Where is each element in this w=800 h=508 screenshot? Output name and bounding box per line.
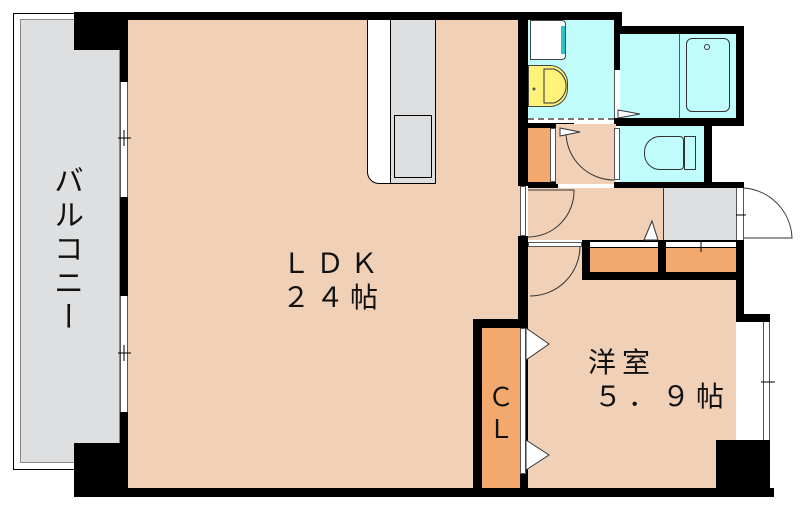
ldk-door-upper[interactable] — [520, 186, 526, 236]
ldk-floor — [128, 20, 520, 488]
wall-bath-bottom — [614, 118, 744, 126]
western-room-name: 洋室 — [588, 346, 657, 379]
ldk-label: ＬＤＫ ２４帖 — [282, 250, 384, 312]
wall-bath-top — [614, 26, 744, 34]
wall-left-mid — [120, 197, 128, 296]
faucet-icon — [532, 87, 536, 91]
balcony-lower — [20, 160, 120, 463]
balcony-label-text: バルコニー — [48, 165, 83, 335]
western-room-size: ５．９帖 — [594, 380, 731, 413]
hall-door-strip[interactable] — [528, 242, 582, 247]
shoe-storage-left — [590, 248, 658, 272]
shelf-top-line-left — [590, 242, 658, 247]
western-room-label: 洋室 ５．９帖 — [588, 349, 730, 411]
western-window[interactable] — [736, 322, 770, 440]
closet-door[interactable] — [520, 328, 526, 474]
wall-top — [74, 12, 620, 20]
wall-western-right-ledge — [736, 314, 770, 322]
kitchen-sink[interactable] — [394, 115, 432, 178]
bathtub-drain — [704, 44, 710, 50]
closet-label: Ｃ Ｌ — [488, 385, 514, 443]
wall-bottom — [74, 488, 774, 497]
wall-ldk-right-mid — [518, 236, 528, 321]
wall-ldk-right — [518, 12, 528, 186]
wall-toilet-bottom — [614, 182, 744, 188]
western-window-inner — [763, 322, 764, 440]
closet-label-l: Ｌ — [488, 415, 515, 445]
toilet-room — [620, 126, 704, 182]
closet-label-c: Ｃ — [488, 383, 515, 413]
wall-western-bottom-pillar — [716, 440, 770, 497]
storage-small-door[interactable] — [550, 128, 556, 182]
vanity-sink[interactable] — [528, 65, 568, 107]
closet — [482, 328, 520, 488]
wall-toilet-right — [704, 126, 712, 188]
toilet-tank — [684, 136, 696, 170]
door-marker-icons — [525, 109, 659, 471]
toilet-bowl[interactable] — [644, 136, 684, 170]
toilet-door[interactable] — [614, 128, 620, 180]
storage-small — [528, 128, 550, 182]
window-tick-icons — [118, 130, 775, 383]
ldk-size: ２４帖 — [282, 281, 385, 314]
door-swing-icons — [527, 131, 793, 297]
washing-machine-panel — [561, 26, 565, 54]
bathroom — [620, 34, 736, 118]
wall-left-lower — [120, 412, 128, 452]
wall-storage-small-bottom — [528, 182, 558, 188]
wall-western-right — [736, 240, 744, 320]
washing-machine — [530, 20, 566, 60]
bathroom-divider — [679, 34, 680, 118]
wall-left-upper — [120, 12, 128, 82]
ldk-name: ＬＤＫ — [282, 247, 385, 280]
entrance — [663, 188, 736, 240]
wall-storage-small-top — [528, 123, 574, 128]
front-door[interactable] — [736, 188, 744, 240]
vanity-basin-icon — [543, 68, 567, 104]
washroom-door[interactable] — [614, 70, 622, 120]
wall-bath-right — [736, 26, 744, 126]
balcony-label: バルコニー — [48, 165, 90, 335]
bathtub[interactable] — [686, 38, 730, 112]
wall-entrance-right-upper — [736, 182, 744, 188]
western-room-floor-main — [528, 280, 736, 488]
wall-washroom-right — [614, 12, 622, 70]
washroom-bottom-line — [528, 118, 614, 122]
